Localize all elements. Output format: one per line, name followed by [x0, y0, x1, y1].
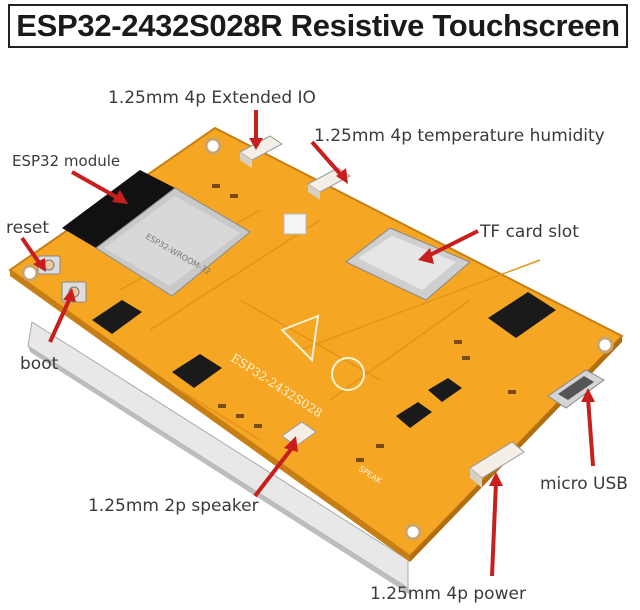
- arrow-tf-card: [427, 229, 479, 258]
- arrow-esp32-module: [71, 170, 119, 200]
- smd-components: [212, 184, 516, 462]
- ic-chip-1: [92, 300, 142, 334]
- mounting-holes: [21, 137, 614, 541]
- power-connector[interactable]: [469, 441, 525, 488]
- label-micro-usb: micro USB: [540, 474, 628, 494]
- label-esp32-module: ESP32 module: [12, 152, 121, 170]
- label-temp-humidity: 1.25mm 4p temperature humidity: [314, 126, 605, 146]
- title-box: ESP32-2432S028R Resistive Touchscreen: [8, 4, 628, 48]
- label-extended-io: 1.25mm 4p Extended IO: [108, 88, 316, 108]
- ic-chip-3: [488, 292, 556, 338]
- arrow-power: [490, 481, 498, 577]
- annotation-arrows: [20, 110, 595, 577]
- page-title: ESP32-2432S028R Resistive Touchscreen: [16, 8, 620, 43]
- ic-chip-2: [172, 354, 222, 388]
- label-power: 1.25mm 4p power: [370, 584, 526, 604]
- display-bottom: [28, 346, 412, 596]
- label-boot: boot: [20, 354, 59, 374]
- sensor-component: [283, 213, 307, 235]
- arrow-boot: [48, 297, 72, 343]
- ic-chip-4: [396, 378, 462, 428]
- arrow-speaker: [253, 446, 294, 498]
- label-tf-card: TF card slot: [480, 222, 579, 242]
- arrow-temp-humidity: [310, 140, 344, 178]
- label-speaker: 1.25mm 2p speaker: [88, 496, 259, 516]
- esp32-module: ESP32-WROOM-32: [62, 170, 251, 297]
- label-reset: reset: [6, 218, 50, 238]
- micro-usb-port[interactable]: [547, 369, 605, 409]
- arrow-micro-usb: [586, 397, 595, 467]
- pcb-edge: [10, 270, 410, 562]
- arrow-reset: [20, 236, 42, 266]
- tf-card-slot[interactable]: [345, 227, 471, 301]
